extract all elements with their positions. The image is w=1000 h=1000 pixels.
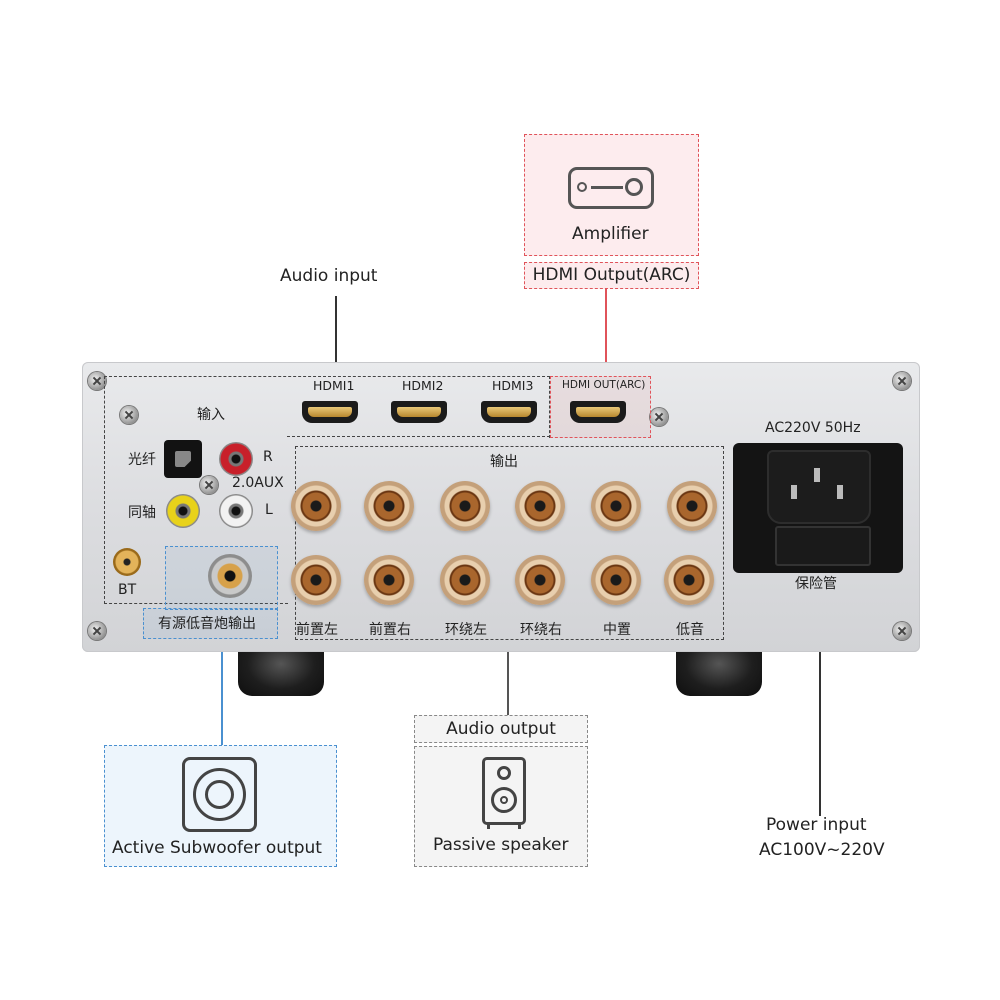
aux-r-label: R bbox=[263, 449, 273, 465]
power-inlet[interactable] bbox=[767, 450, 871, 524]
output-zone bbox=[295, 446, 724, 640]
speaker-terminal[interactable] bbox=[667, 481, 717, 531]
power-input-leader bbox=[819, 588, 821, 816]
aux-label: 2.0AUX bbox=[232, 475, 284, 491]
power-pin bbox=[791, 485, 797, 499]
amplifier-label: Amplifier bbox=[572, 224, 649, 244]
subwoofer-icon bbox=[182, 757, 257, 832]
speaker-terminal[interactable] bbox=[440, 481, 490, 531]
speaker-terminal[interactable] bbox=[364, 555, 414, 605]
power-input-voltage: AC100V~220V bbox=[759, 840, 885, 860]
screw-icon bbox=[88, 622, 106, 640]
aux-r-jack[interactable] bbox=[219, 442, 253, 476]
subwoofer-label-zone bbox=[143, 608, 278, 639]
speaker-terminal[interactable] bbox=[515, 481, 565, 531]
aux-l-jack[interactable] bbox=[219, 494, 253, 528]
hdmi2-label: HDMI2 bbox=[402, 378, 444, 393]
bt-antenna-port[interactable] bbox=[113, 548, 141, 576]
right-foot bbox=[676, 650, 762, 696]
screw-icon bbox=[200, 476, 218, 494]
speaker-terminal[interactable] bbox=[291, 555, 341, 605]
coaxial-label: 同轴 bbox=[128, 505, 156, 521]
speaker-terminal[interactable] bbox=[591, 555, 641, 605]
speaker-terminal[interactable] bbox=[364, 481, 414, 531]
speaker-stand-icon bbox=[487, 823, 521, 829]
audio-input-leader bbox=[335, 296, 337, 376]
fuse-label: 保险管 bbox=[795, 576, 837, 592]
hdmi1-port[interactable] bbox=[302, 401, 358, 423]
channel-front-right: 前置右 bbox=[369, 622, 411, 638]
screw-icon bbox=[893, 622, 911, 640]
channel-front-left: 前置左 bbox=[296, 622, 338, 638]
subwoofer-leader bbox=[221, 640, 223, 746]
speaker-terminal[interactable] bbox=[515, 555, 565, 605]
amplifier-callout bbox=[524, 134, 699, 256]
hdmi3-label: HDMI3 bbox=[492, 378, 534, 393]
screw-icon bbox=[88, 372, 106, 390]
power-pin bbox=[837, 485, 843, 499]
optical-port[interactable] bbox=[164, 440, 202, 478]
power-rating-label: AC220V 50Hz bbox=[765, 420, 861, 436]
speaker-terminal[interactable] bbox=[291, 481, 341, 531]
output-title: 输出 bbox=[490, 454, 518, 470]
hdmi-arc-leader bbox=[605, 289, 607, 377]
passive-speaker-label: Passive speaker bbox=[433, 835, 569, 855]
speaker-terminal[interactable] bbox=[664, 555, 714, 605]
left-foot bbox=[238, 650, 324, 696]
input-zone-left bbox=[104, 436, 288, 604]
passive-speaker-icon bbox=[482, 757, 526, 825]
speaker-terminal[interactable] bbox=[440, 555, 490, 605]
channel-surround-left: 环绕左 bbox=[445, 622, 487, 638]
channel-subwoofer: 低音 bbox=[676, 622, 704, 638]
hdmi-out-arc-port[interactable] bbox=[570, 401, 626, 423]
input-zone-top bbox=[104, 376, 550, 438]
channel-center: 中置 bbox=[603, 622, 631, 638]
optical-label: 光纤 bbox=[128, 452, 156, 468]
input-zone-mid bbox=[287, 436, 550, 438]
speaker-terminal[interactable] bbox=[591, 481, 641, 531]
channel-surround-right: 环绕右 bbox=[520, 622, 562, 638]
audio-input-label: Audio input bbox=[280, 266, 378, 286]
power-pin bbox=[814, 468, 820, 482]
screw-icon bbox=[650, 408, 668, 426]
amplifier-icon bbox=[568, 167, 654, 209]
active-subwoofer-output-label: Active Subwoofer output bbox=[112, 838, 322, 858]
aux-l-label: L bbox=[265, 502, 273, 518]
screw-icon bbox=[120, 406, 138, 424]
hdmi-out-arc-label: HDMI OUT(ARC) bbox=[562, 379, 646, 391]
coaxial-jack[interactable] bbox=[166, 494, 200, 528]
screw-icon bbox=[893, 372, 911, 390]
subwoofer-out-jack[interactable] bbox=[208, 554, 252, 598]
hdmi-output-arc-label: HDMI Output(ARC) bbox=[524, 262, 699, 289]
fuse-holder[interactable] bbox=[775, 526, 871, 566]
power-input-label: Power input bbox=[766, 815, 867, 835]
subwoofer-out-label: 有源低音炮输出 bbox=[158, 616, 256, 632]
bt-label: BT bbox=[118, 582, 137, 598]
audio-output-leader bbox=[507, 640, 509, 716]
input-title: 输入 bbox=[197, 407, 225, 423]
audio-output-label: Audio output bbox=[414, 715, 588, 743]
hdmi3-port[interactable] bbox=[481, 401, 537, 423]
hdmi2-port[interactable] bbox=[391, 401, 447, 423]
hdmi1-label: HDMI1 bbox=[313, 378, 355, 393]
